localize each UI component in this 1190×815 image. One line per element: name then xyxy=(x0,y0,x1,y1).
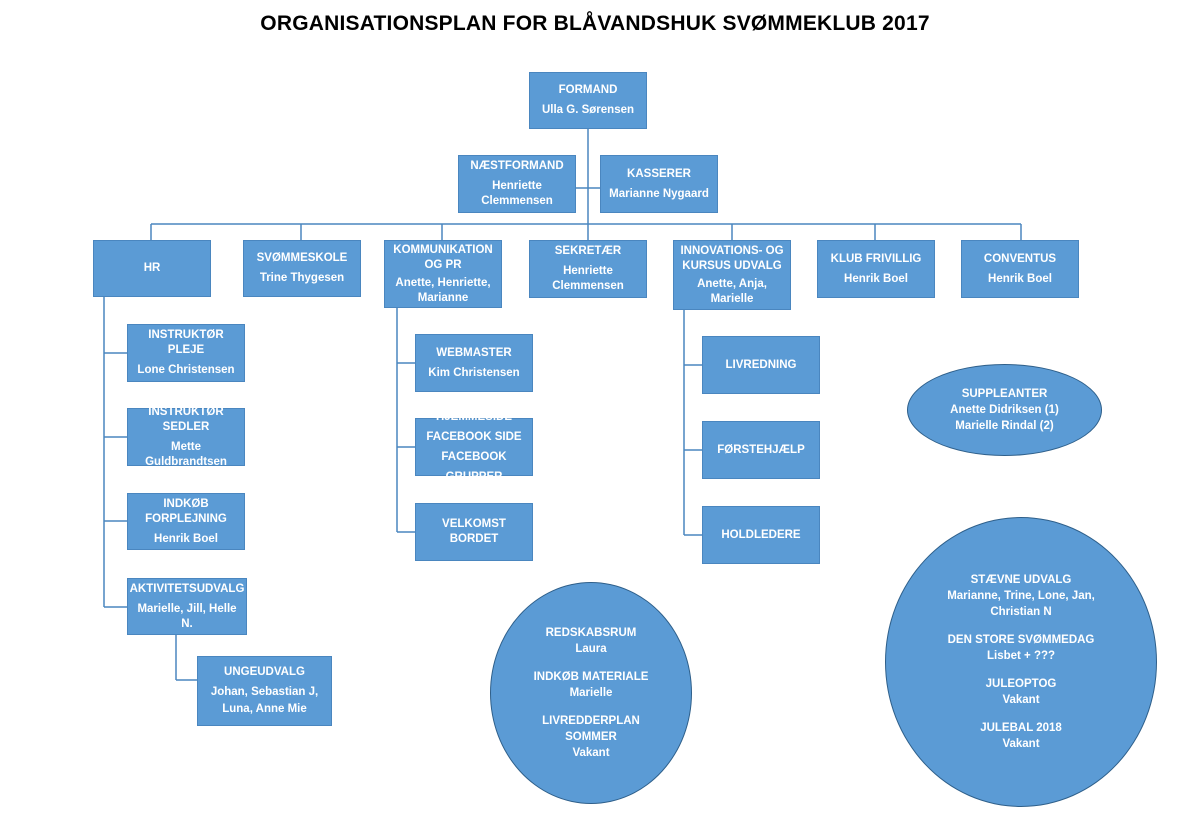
naestformand-name-1: Henriette xyxy=(492,180,542,192)
naestformand-name-2: Clemmensen xyxy=(481,195,553,207)
webmaster-title: WEBMASTER xyxy=(436,346,512,359)
kasserer-title: KASSERER xyxy=(627,167,691,180)
innovation-title-2: KURSUS UDVALG xyxy=(682,259,782,272)
instruktor-sedler-box[interactable]: INSTRUKTØR SEDLER Mette Guldbrandtsen xyxy=(127,405,245,468)
julebal-group: JULEBAL 2018 Vakant xyxy=(980,720,1062,752)
ungeudvalg-name-1: Johan, Sebastian J, xyxy=(210,686,319,698)
sekretaer-name-2: Clemmensen xyxy=(552,280,624,292)
livredderplan-title-2: SOMMER xyxy=(565,731,617,743)
klub-frivillig-box[interactable]: KLUB FRIVILLIG Henrik Boel xyxy=(817,240,935,298)
velkomst-title: VELKOMST BORDET xyxy=(442,518,506,545)
forstehjaelp-title: FØRSTEHJÆLP xyxy=(717,443,805,456)
indkob-materiale-title: INDKØB MATERIALE xyxy=(533,671,649,683)
livredderplan-title-1: LIVREDDERPLAN xyxy=(542,715,640,727)
ungeudvalg-title: UNGEUDVALG xyxy=(224,666,305,678)
livredderplan-group: LIVREDDERPLAN SOMMER Vakant xyxy=(542,713,640,761)
kommunikation-box[interactable]: KOMMUNIKATION OG PR Anette, Henriette, M… xyxy=(384,240,502,308)
chart-title: ORGANISATIONSPLAN FOR BLÅVANDSHUK SVØMME… xyxy=(260,12,930,35)
suppleanter-title: SUPPLEANTER xyxy=(961,388,1048,400)
conventus-box[interactable]: CONVENTUS Henrik Boel xyxy=(961,240,1079,298)
aktivitet-name: Marielle, Jill, Helle N. xyxy=(137,602,237,630)
naestformand-title: NÆSTFORMAND xyxy=(470,160,564,172)
conventus-title: CONVENTUS xyxy=(983,252,1057,265)
suppleanter-name-1: Anette Didriksen (1) xyxy=(950,404,1059,416)
indkob-name: Henrik Boel xyxy=(154,532,218,545)
suppleanter-ellipse[interactable]: SUPPLEANTER Anette Didriksen (1) Mariell… xyxy=(907,364,1102,456)
julebal-name: Vakant xyxy=(1002,738,1040,750)
juleoptog-name: Vakant xyxy=(1002,694,1040,706)
conventus-name: Henrik Boel xyxy=(988,272,1052,285)
kommunikation-title-2: OG PR xyxy=(424,258,462,271)
formand-title: FORMAND xyxy=(558,84,618,96)
innovation-box[interactable]: INNOVATIONS- OG KURSUS UDVALG Anette, An… xyxy=(673,240,791,310)
innovation-name-2: Marielle xyxy=(710,292,754,305)
webmaster-box[interactable]: WEBMASTER Kim Christensen xyxy=(415,334,533,392)
redskabsrum-title: REDSKABSRUM xyxy=(545,627,637,639)
naestformand-box[interactable]: NÆSTFORMAND Henriette Clemmensen xyxy=(458,155,576,213)
svommeskole-box[interactable]: SVØMMESKOLE Trine Thygesen xyxy=(243,240,361,297)
redskabsrum-name: Laura xyxy=(575,643,607,655)
staevne-name-2: Christian N xyxy=(990,606,1052,618)
formand-box[interactable]: FORMAND Ulla G. Sørensen xyxy=(529,72,647,129)
hjemmeside-box[interactable]: HJEMMESIDE FACEBOOK SIDE FACEBOOK GRUPPE… xyxy=(415,411,533,483)
indkob-title-2: FORPLEJNING xyxy=(145,512,227,525)
hjemmeside-line-3: FACEBOOK GRUPPER xyxy=(441,451,507,483)
ungeudvalg-box[interactable]: UNGEUDVALG Johan, Sebastian J, Luna, Ann… xyxy=(197,656,332,726)
hr-title: HR xyxy=(143,262,161,274)
staevne-title: STÆVNE UDVALG xyxy=(970,574,1072,586)
indkob-title-1: INDKØB xyxy=(163,497,209,510)
velkomst-bordet-box[interactable]: VELKOMST BORDET xyxy=(415,503,533,561)
kasserer-box[interactable]: KASSERER Marianne Nygaard xyxy=(600,155,718,213)
holdledere-box[interactable]: HOLDLEDERE xyxy=(702,506,820,564)
forstehjaelp-box[interactable]: FØRSTEHJÆLP xyxy=(702,421,820,479)
staevne-ellipse[interactable]: STÆVNE UDVALG Marianne, Trine, Lone, Jan… xyxy=(885,517,1157,807)
sekretaer-box[interactable]: SEKRETÆR Henriette Clemmensen xyxy=(529,240,647,298)
svommedag-title: DEN STORE SVØMMEDAG xyxy=(947,634,1095,646)
livredning-title: LIVREDNING xyxy=(725,358,797,371)
suppleanter-name-2: Marielle Rindal (2) xyxy=(955,420,1054,432)
kommunikation-name-2: Marianne xyxy=(417,291,469,304)
redskabsrum-group: REDSKABSRUM Laura xyxy=(546,625,637,657)
hjemmeside-line-2: FACEBOOK SIDE xyxy=(426,431,522,443)
svommeskole-title: SVØMMESKOLE xyxy=(256,252,348,264)
instruktor-sedler-title: INSTRUKTØR SEDLER xyxy=(148,405,224,433)
livredderplan-name: Vakant xyxy=(572,747,610,759)
redskab-ellipse[interactable]: REDSKABSRUM Laura INDKØB MATERIALE Marie… xyxy=(490,582,692,804)
livredning-box[interactable]: LIVREDNING xyxy=(702,336,820,394)
kasserer-name: Marianne Nygaard xyxy=(609,187,709,200)
indkob-forplejning-box[interactable]: INDKØB FORPLEJNING Henrik Boel xyxy=(127,493,245,550)
indkob-materiale-name: Marielle xyxy=(569,687,613,699)
hjemmeside-line-1: HJEMMESIDE xyxy=(435,411,513,423)
kommunikation-title-1: KOMMUNIKATION xyxy=(393,243,493,256)
innovation-title-1: INNOVATIONS- OG xyxy=(680,244,784,257)
instruktor-sedler-name-2: Guldbrandtsen xyxy=(145,455,227,468)
sekretaer-name-1: Henriette xyxy=(563,265,613,277)
svommedag-group: DEN STORE SVØMMEDAG Lisbet + ??? xyxy=(948,632,1095,664)
klub-frivillig-title: KLUB FRIVILLIG xyxy=(830,252,922,265)
instruktor-pleje-name: Lone Christensen xyxy=(137,364,235,376)
instruktor-sedler-name-1: Mette xyxy=(170,440,202,453)
kommunikation-name-1: Anette, Henriette, xyxy=(395,276,491,289)
aktivitetsudvalg-box[interactable]: AKTIVITETSUDVALG Marielle, Jill, Helle N… xyxy=(127,578,247,635)
formand-name: Ulla G. Sørensen xyxy=(541,104,635,116)
aktivitet-title: AKTIVITETSUDVALG xyxy=(129,582,245,595)
instruktor-pleje-title: INSTRUKTØR PLEJE xyxy=(148,329,224,356)
indkob-materiale-group: INDKØB MATERIALE Marielle xyxy=(534,669,649,701)
webmaster-name: Kim Christensen xyxy=(428,366,520,379)
klub-frivillig-name: Henrik Boel xyxy=(844,272,908,285)
juleoptog-group: JULEOPTOG Vakant xyxy=(986,676,1057,708)
staevne-name-1: Marianne, Trine, Lone, Jan, xyxy=(947,590,1095,602)
julebal-title: JULEBAL 2018 xyxy=(980,722,1062,734)
instruktor-pleje-box[interactable]: INSTRUKTØR PLEJE Lone Christensen xyxy=(127,324,245,382)
hr-box[interactable]: HR xyxy=(93,240,211,297)
holdledere-title: HOLDLEDERE xyxy=(721,528,801,541)
svommeskole-name: Trine Thygesen xyxy=(259,272,345,284)
innovation-name-1: Anette, Anja, xyxy=(697,277,767,290)
sekretaer-title: SEKRETÆR xyxy=(554,245,622,257)
ungeudvalg-name-2: Luna, Anne Mie xyxy=(222,703,307,715)
staevne-group: STÆVNE UDVALG Marianne, Trine, Lone, Jan… xyxy=(947,572,1095,620)
juleoptog-title: JULEOPTOG xyxy=(985,678,1057,690)
svommedag-name: Lisbet + ??? xyxy=(986,650,1056,662)
